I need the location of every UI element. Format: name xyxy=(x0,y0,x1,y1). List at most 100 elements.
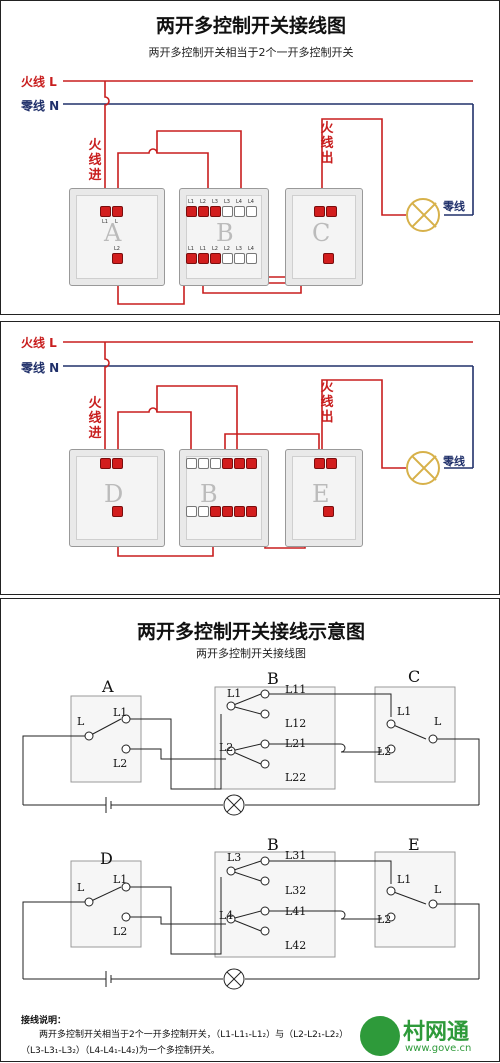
term-label: L2 xyxy=(224,246,230,252)
notes-line-2: （L3-L3₁-L3₂）（L4-L4₁-L4₂)为一个多控制开关。 xyxy=(21,1046,220,1056)
terminal xyxy=(112,253,123,264)
term-tag: L xyxy=(434,883,442,896)
wiring-panel-1: 两开多控制开关接线图 两开多控制开关相当于2个一开多控制开关 火线 L 零线 N… xyxy=(0,0,500,315)
wiring-panel-2: 火线 L 零线 N 火线进 火线出 D B E 零线 xyxy=(0,321,500,595)
terminal xyxy=(210,253,221,264)
box-d-label: D xyxy=(100,849,113,868)
term-label: L1 xyxy=(188,246,194,252)
term-label: L2 xyxy=(212,246,218,252)
terminal xyxy=(234,458,245,469)
switch-b: B xyxy=(179,188,269,286)
term-tag: L2 xyxy=(377,745,392,758)
terminal xyxy=(326,206,337,217)
panel2-live-out-label: 火线出 xyxy=(320,380,334,425)
schematic-wires xyxy=(22,686,480,990)
term-tag: L12 xyxy=(285,717,307,730)
terminal xyxy=(186,506,197,517)
term-tag: L xyxy=(77,715,85,728)
term-tag: L22 xyxy=(285,771,307,784)
term-label: L1 xyxy=(200,246,206,252)
term-label: L1 xyxy=(102,219,108,225)
terminal xyxy=(112,206,123,217)
term-label: L1 xyxy=(188,199,194,205)
term-tag: L3 xyxy=(227,851,242,864)
terminal xyxy=(246,506,257,517)
switch-a-letter: A xyxy=(104,219,122,247)
term-label: L3 xyxy=(236,246,242,252)
terminal xyxy=(222,458,233,469)
term-tag: L2 xyxy=(113,925,128,938)
terminal xyxy=(234,206,245,217)
box-b-bottom-label: B xyxy=(267,835,279,854)
switch-d-letter: D xyxy=(104,480,124,508)
term-tag: L2 xyxy=(377,913,392,926)
term-tag: L2 xyxy=(219,741,234,754)
panel1-neutral-label: 零线 N xyxy=(21,99,60,113)
term-tag: L4 xyxy=(219,909,234,922)
switch-c: C xyxy=(285,188,363,286)
terminal xyxy=(314,206,325,217)
terminal xyxy=(246,458,257,469)
terminal xyxy=(323,253,334,264)
terminal xyxy=(210,506,221,517)
panel3-title: 两开多控制开关接线示意图 xyxy=(136,621,365,643)
term-tag: L1 xyxy=(397,705,412,718)
terminal xyxy=(210,206,221,217)
notes-title: 接线说明： xyxy=(21,1016,67,1026)
box-b-label: B xyxy=(267,669,279,688)
lamp-icon xyxy=(406,198,440,232)
panel1-live-in-label: 火线进 xyxy=(88,138,102,183)
panel2-live-in-label: 火线进 xyxy=(88,396,102,441)
panel2-lamp-neutral-label: 零线 xyxy=(443,455,465,468)
terminal xyxy=(186,458,197,469)
term-tag: L11 xyxy=(285,683,307,696)
term-label: L xyxy=(115,219,118,225)
terminal xyxy=(246,253,257,264)
term-label: L3 xyxy=(212,199,218,205)
panel2-wires xyxy=(63,341,474,557)
terminal xyxy=(100,458,111,469)
term-label: L2 xyxy=(114,246,120,252)
schematic-panel: 两开多控制开关接线示意图 两开多控制开关接线图 xyxy=(0,598,500,1062)
term-label: L4 xyxy=(248,246,254,252)
notes-line-1: 两开多控制开关相当于2个一开多控制开关，（L1-L1₁-L1₂）与（L2-L2₁… xyxy=(39,1030,349,1040)
switch-b-letter: B xyxy=(216,219,234,247)
panel2-neutral-label: 零线 N xyxy=(21,361,60,375)
terminal xyxy=(198,206,209,217)
box-c-label: C xyxy=(408,667,421,686)
term-label: L3 xyxy=(224,199,230,205)
term-tag: L2 xyxy=(113,757,128,770)
term-label: L4 xyxy=(248,199,254,205)
panel3-subtitle: 两开多控制开关接线图 xyxy=(196,647,306,660)
terminal xyxy=(112,458,123,469)
term-tag: L xyxy=(434,715,442,728)
switch-e-letter: E xyxy=(312,480,330,508)
watermark-name: 村网通 xyxy=(403,1020,470,1045)
terminal xyxy=(234,506,245,517)
terminal xyxy=(198,458,209,469)
panel1-title: 两开多控制开关接线图 xyxy=(155,15,346,37)
term-tag: L1 xyxy=(113,873,128,886)
watermark-logo-icon xyxy=(360,1016,400,1056)
terminal xyxy=(198,253,209,264)
terminal xyxy=(314,458,325,469)
terminal xyxy=(222,253,233,264)
term-tag: L21 xyxy=(285,737,307,750)
terminal xyxy=(234,253,245,264)
panel1-subtitle: 两开多控制开关相当于2个一开多控制开关 xyxy=(148,46,354,59)
switch-b2-letter: B xyxy=(200,480,218,508)
panel1-live-label: 火线 L xyxy=(21,75,57,89)
term-tag: L xyxy=(77,881,85,894)
terminal xyxy=(222,506,233,517)
panel1-lamp-neutral-label: 零线 xyxy=(443,200,465,213)
switch-a: A xyxy=(69,188,165,286)
panel2-live-label: 火线 L xyxy=(21,336,57,350)
panel1-live-out-label: 火线出 xyxy=(320,121,334,166)
terminal xyxy=(186,253,197,264)
terminal xyxy=(323,506,334,517)
term-tag: L1 xyxy=(397,873,412,886)
term-tag: L32 xyxy=(285,884,307,897)
terminal xyxy=(100,206,111,217)
terminal xyxy=(186,206,197,217)
term-label: L4 xyxy=(236,199,242,205)
